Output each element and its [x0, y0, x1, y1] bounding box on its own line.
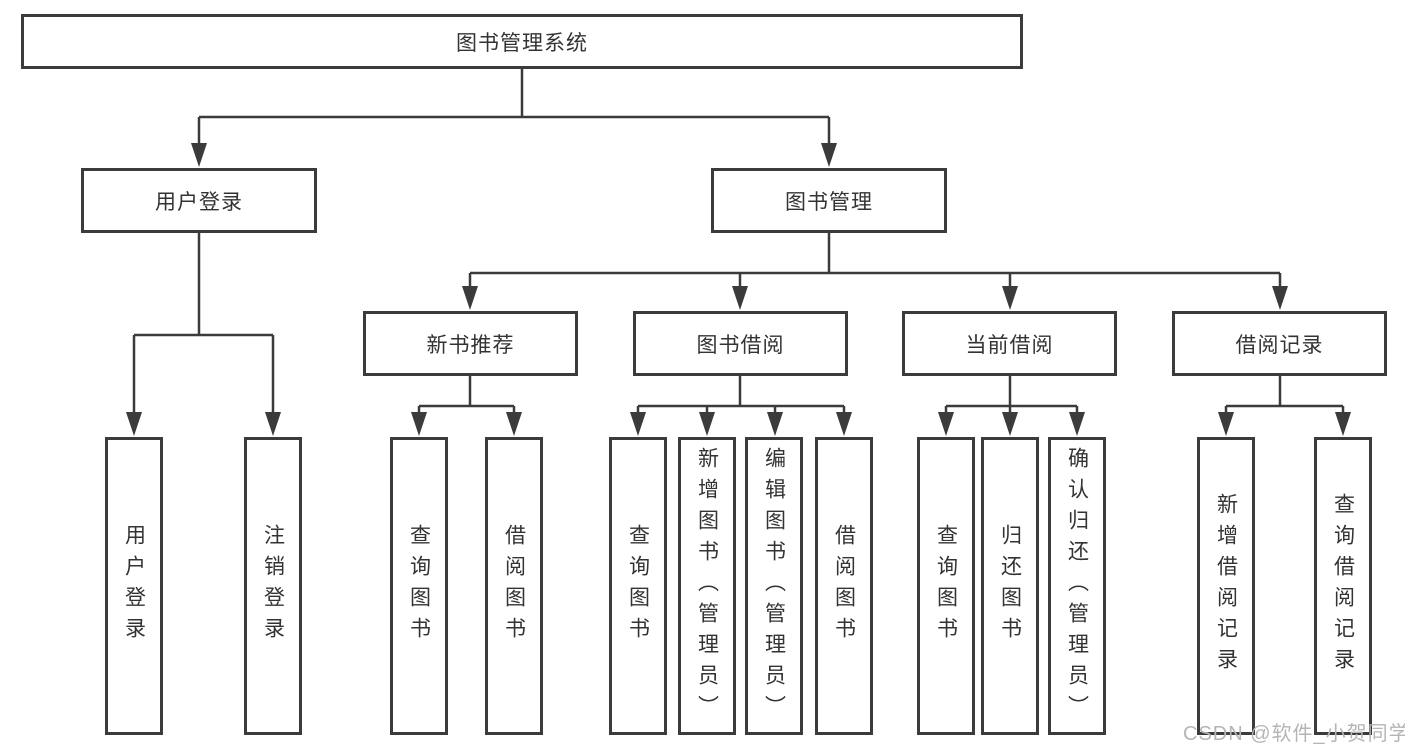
edge-newbook-to-leaves	[417, 376, 516, 414]
leaf-node-borrow-books-1: 借阅图书	[485, 437, 543, 735]
edge-root-to-level2	[197, 68, 831, 146]
leaf-node-query-borrow-record: 查询借阅记录	[1314, 437, 1372, 735]
edge-borrow-to-leaves	[636, 376, 846, 414]
node-user-login: 用户登录	[81, 168, 317, 233]
node-borrowing-records: 借阅记录	[1172, 311, 1387, 376]
leaf-node-query-books-1: 查询图书	[390, 437, 448, 735]
arrowheads	[126, 143, 1351, 436]
leaf-node-confirm-return-admin: 确认归还（管理员）	[1048, 437, 1106, 735]
node-current-borrowing: 当前借阅	[902, 311, 1117, 376]
edge-userlogin-to-leaves	[132, 233, 275, 414]
csdn-watermark: CSDN @软件_小贺同学	[1183, 723, 1405, 745]
leaf-node-edit-books-admin: 编辑图书（管理员）	[745, 437, 803, 735]
leaf-node-add-books-admin: 新增图书（管理员）	[678, 437, 736, 735]
edge-bookmgmt-to-level3	[468, 233, 1282, 289]
leaf-node-user-login: 用户登录	[105, 437, 163, 735]
leaf-node-query-books-2: 查询图书	[609, 437, 667, 735]
node-new-book-recommend: 新书推荐	[363, 311, 578, 376]
node-book-borrowing: 图书借阅	[633, 311, 848, 376]
edge-records-to-leaves	[1224, 376, 1345, 414]
leaf-node-add-borrow-record: 新增借阅记录	[1197, 437, 1255, 735]
node-book-management: 图书管理	[711, 168, 947, 233]
leaf-node-borrow-books-2: 借阅图书	[815, 437, 873, 735]
node-library-system: 图书管理系统	[21, 14, 1023, 69]
edge-current-to-leaves	[944, 376, 1079, 414]
leaf-node-logout: 注销登录	[244, 437, 302, 735]
leaf-node-query-books-3: 查询图书	[917, 437, 975, 735]
leaf-node-return-books: 归还图书	[981, 437, 1039, 735]
